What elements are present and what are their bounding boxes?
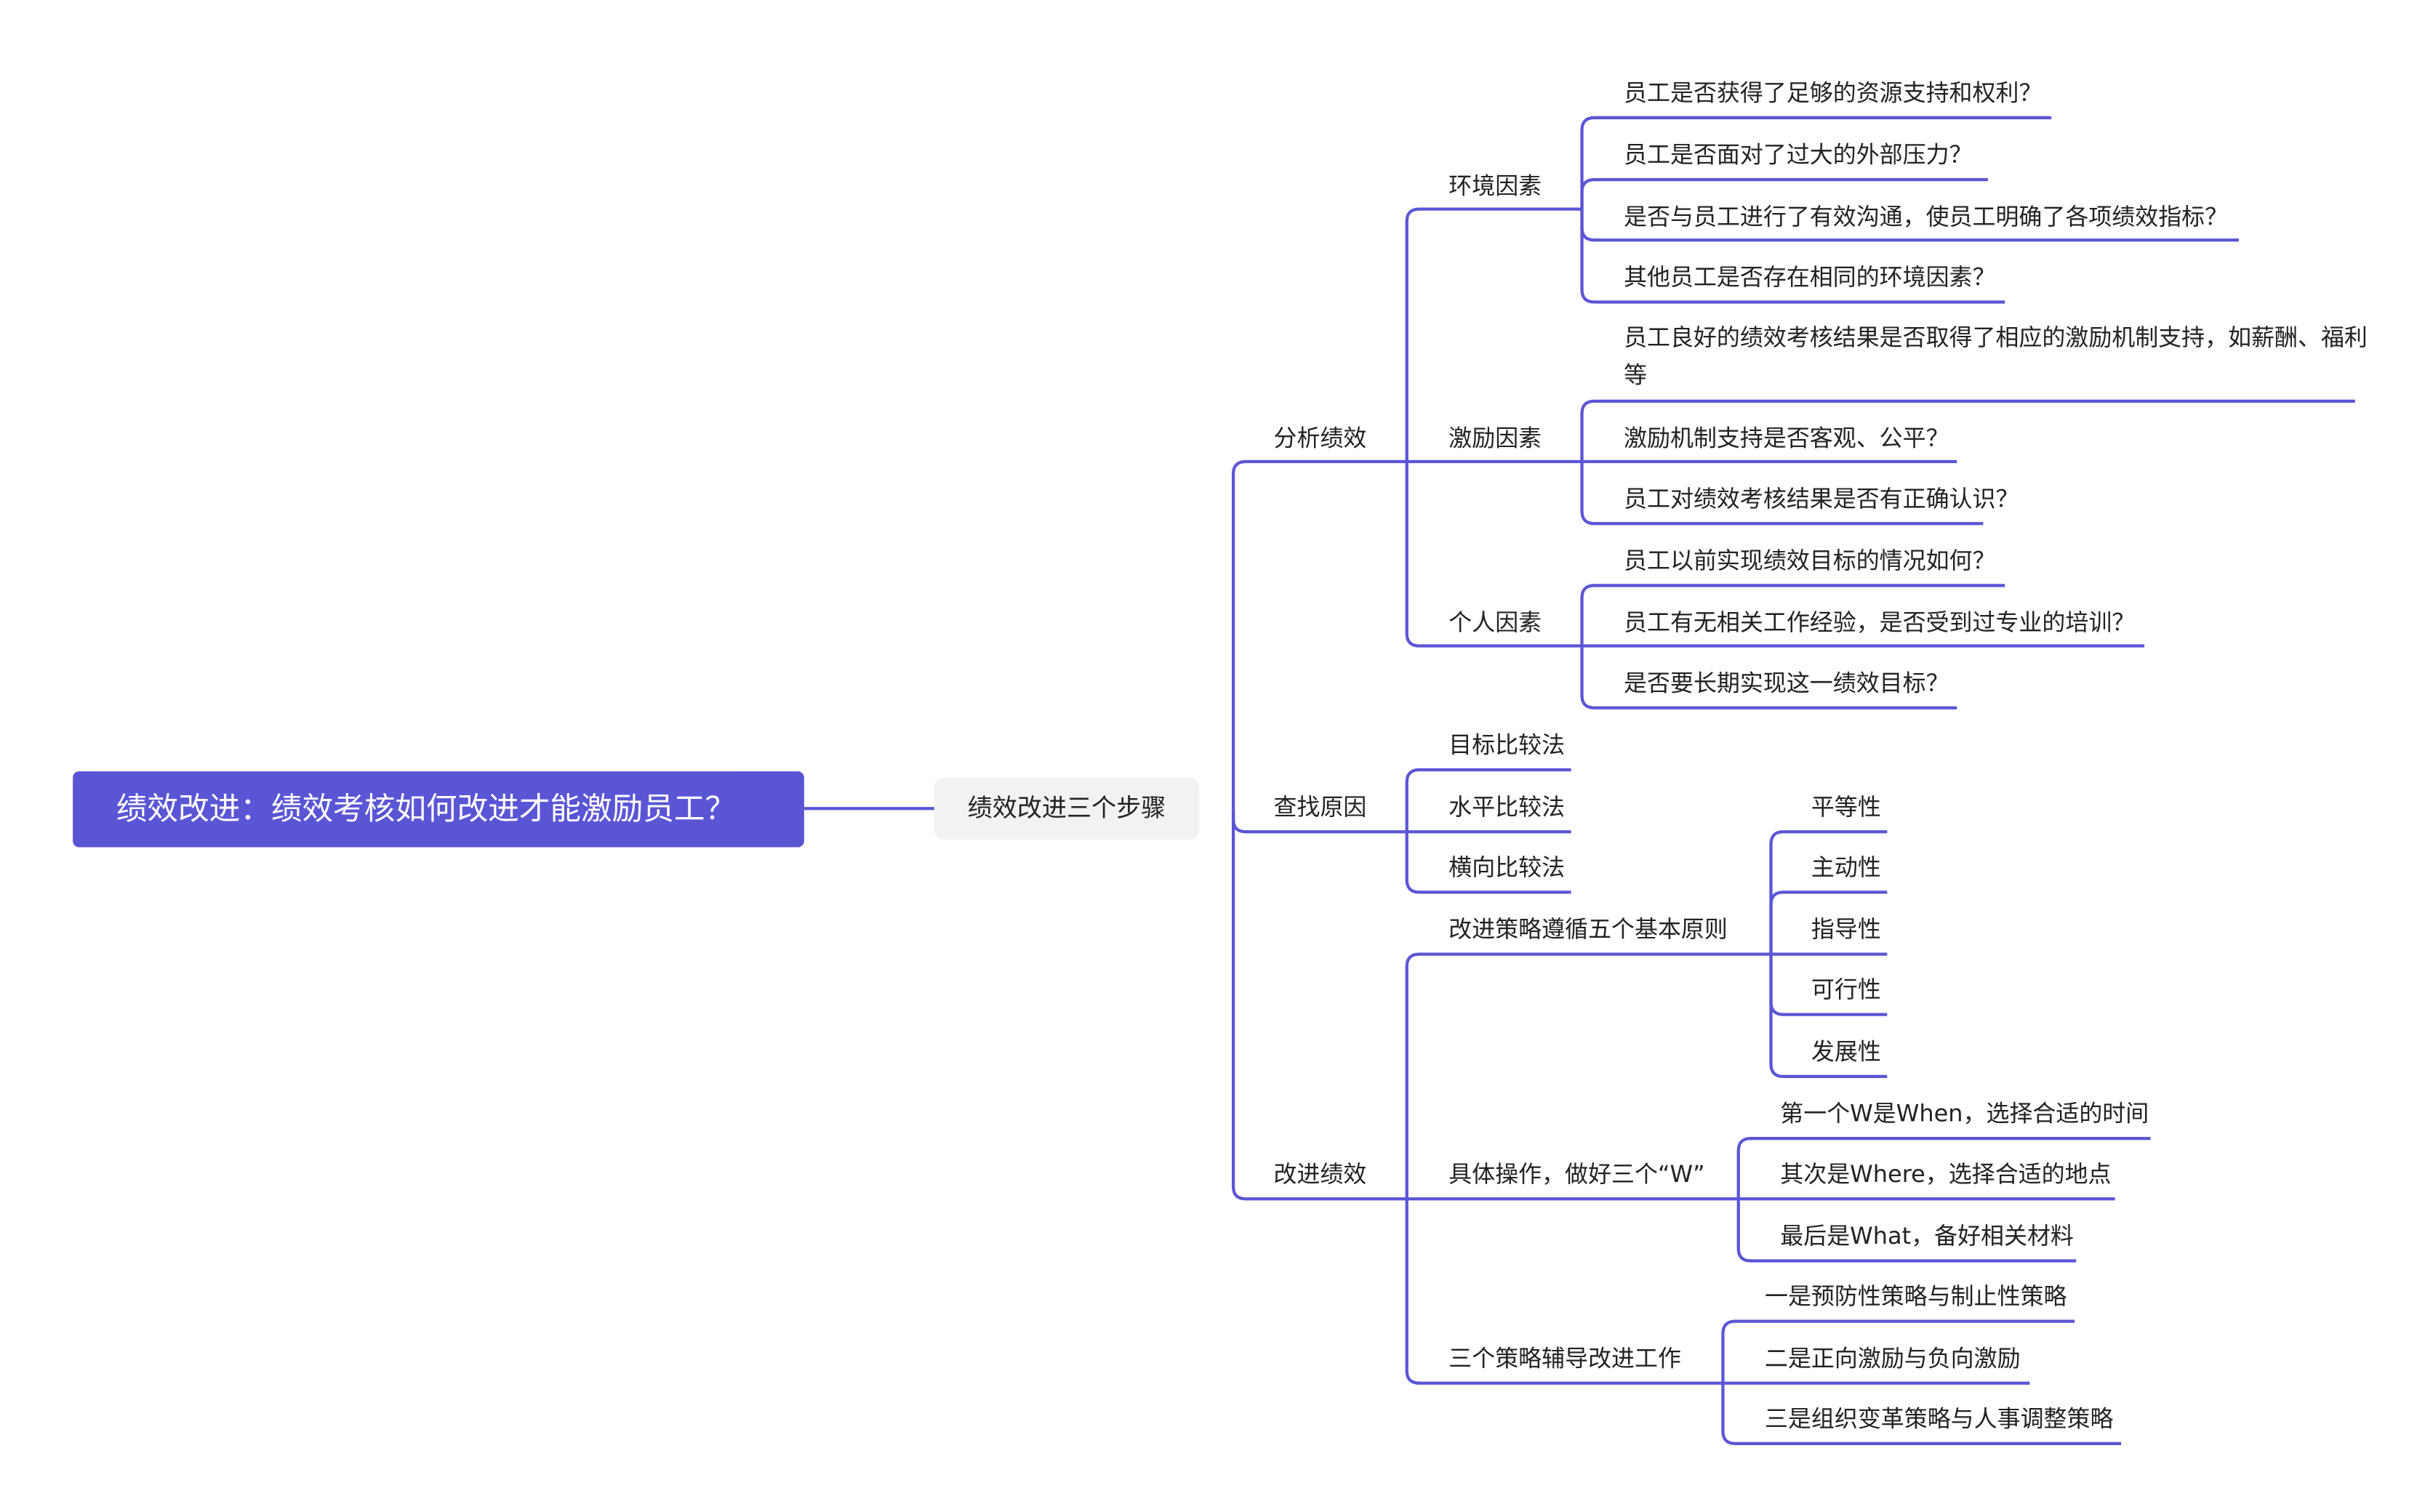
connector-line [1769, 954, 1888, 1079]
topic-three-w[interactable]: 具体操作，做好三个“W” [1448, 1159, 1705, 1189]
connector-line [1721, 1383, 2122, 1446]
leaf-item[interactable]: 员工良好的绩效考核结果是否取得了相应的激励机制支持，如薪酬、福利等 [1624, 323, 2368, 389]
connector-line [1405, 1199, 1723, 1385]
connector-line [1580, 646, 1957, 709]
leaf-item[interactable]: 员工以前实现绩效目标的情况如何？ [1624, 547, 1996, 575]
connector-line [1405, 207, 1582, 462]
connector-line [1580, 461, 1984, 526]
connector-line [1736, 1199, 2077, 1263]
connector-line [1405, 952, 1771, 1199]
leaf-item[interactable]: 平等性 [1811, 792, 1881, 821]
leaf-item[interactable]: 是否要长期实现这一绩效目标？ [1624, 669, 1949, 697]
leaf-item[interactable]: 员工是否获得了足够的资源支持和权利？ [1624, 79, 2043, 108]
connector-line [1405, 461, 1582, 648]
root-topic[interactable]: 绩效改进：绩效考核如何改进才能激励员工？ [73, 771, 804, 848]
step-find-causes[interactable]: 查找原因 [1273, 792, 1367, 821]
leaf-item[interactable]: 员工对绩效考核结果是否有正确认识？ [1624, 484, 2019, 513]
leaf-item[interactable]: 发展性 [1811, 1037, 1881, 1066]
leaf-item[interactable]: 员工有无相关工作经验，是否受到过专业的培训？ [1624, 608, 2136, 637]
step-analyze[interactable]: 分析绩效 [1273, 424, 1367, 453]
connector-line [1721, 1319, 2075, 1383]
topic-motivation[interactable]: 激励因素 [1448, 424, 1542, 453]
leaf-item[interactable]: 员工是否面对了过大的外部压力？ [1624, 140, 1973, 169]
leaf-item[interactable]: 一是预防性策略与制止性策略 [1764, 1282, 2067, 1311]
connector-line [1769, 890, 1888, 954]
connector-line [1231, 459, 1407, 809]
leaf-item[interactable]: 三是组织变革策略与人事调整策略 [1764, 1404, 2114, 1433]
leaf-item[interactable]: 可行性 [1811, 976, 1881, 1004]
topic-environment[interactable]: 环境因素 [1448, 172, 1542, 200]
leaf-item[interactable]: 其次是Where，选择合适的地点 [1780, 1159, 2112, 1189]
leaf-item[interactable]: 激励机制支持是否客观、公平？ [1624, 424, 1949, 453]
topic-personal[interactable]: 个人因素 [1448, 608, 1542, 637]
leaf-item[interactable]: 第一个W是When，选择合适的时间 [1780, 1099, 2149, 1128]
topic-level-comparison[interactable]: 水平比较法 [1448, 792, 1566, 821]
topic-three-strategies[interactable]: 三个策略辅导改进工作 [1448, 1344, 1681, 1372]
connector-line [1580, 209, 2005, 304]
topic-horizontal-comparison[interactable]: 横向比较法 [1448, 853, 1566, 882]
topic-five-principles[interactable]: 改进策略遵循五个基本原则 [1448, 915, 1728, 944]
leaf-item[interactable]: 二是正向激励与负向激励 [1764, 1344, 2021, 1372]
connector-line [1769, 830, 1888, 954]
leaf-item[interactable]: 其他员工是否存在相同的环境因素？ [1624, 263, 1996, 291]
connector-line [1580, 584, 2005, 646]
leaf-item[interactable]: 主动性 [1811, 853, 1881, 882]
connector-line [1405, 768, 1571, 832]
leaf-item[interactable]: 是否与员工进行了有效沟通，使员工明确了各项绩效指标？ [1624, 203, 2229, 231]
step-improve[interactable]: 改进绩效 [1273, 1159, 1367, 1189]
connector-line [1231, 808, 1407, 1201]
connector-line [1580, 116, 2052, 209]
connector-line [1580, 178, 1988, 209]
topic-target-comparison[interactable]: 目标比较法 [1448, 731, 1566, 760]
main-branch-topic[interactable]: 绩效改进三个步骤 [934, 777, 1200, 840]
connector-line [1580, 399, 2355, 462]
leaf-item[interactable]: 最后是What，备好相关材料 [1780, 1222, 2074, 1250]
connector-line [1405, 832, 1571, 894]
leaf-item[interactable]: 指导性 [1811, 915, 1881, 944]
connector-line [1736, 1137, 2151, 1199]
